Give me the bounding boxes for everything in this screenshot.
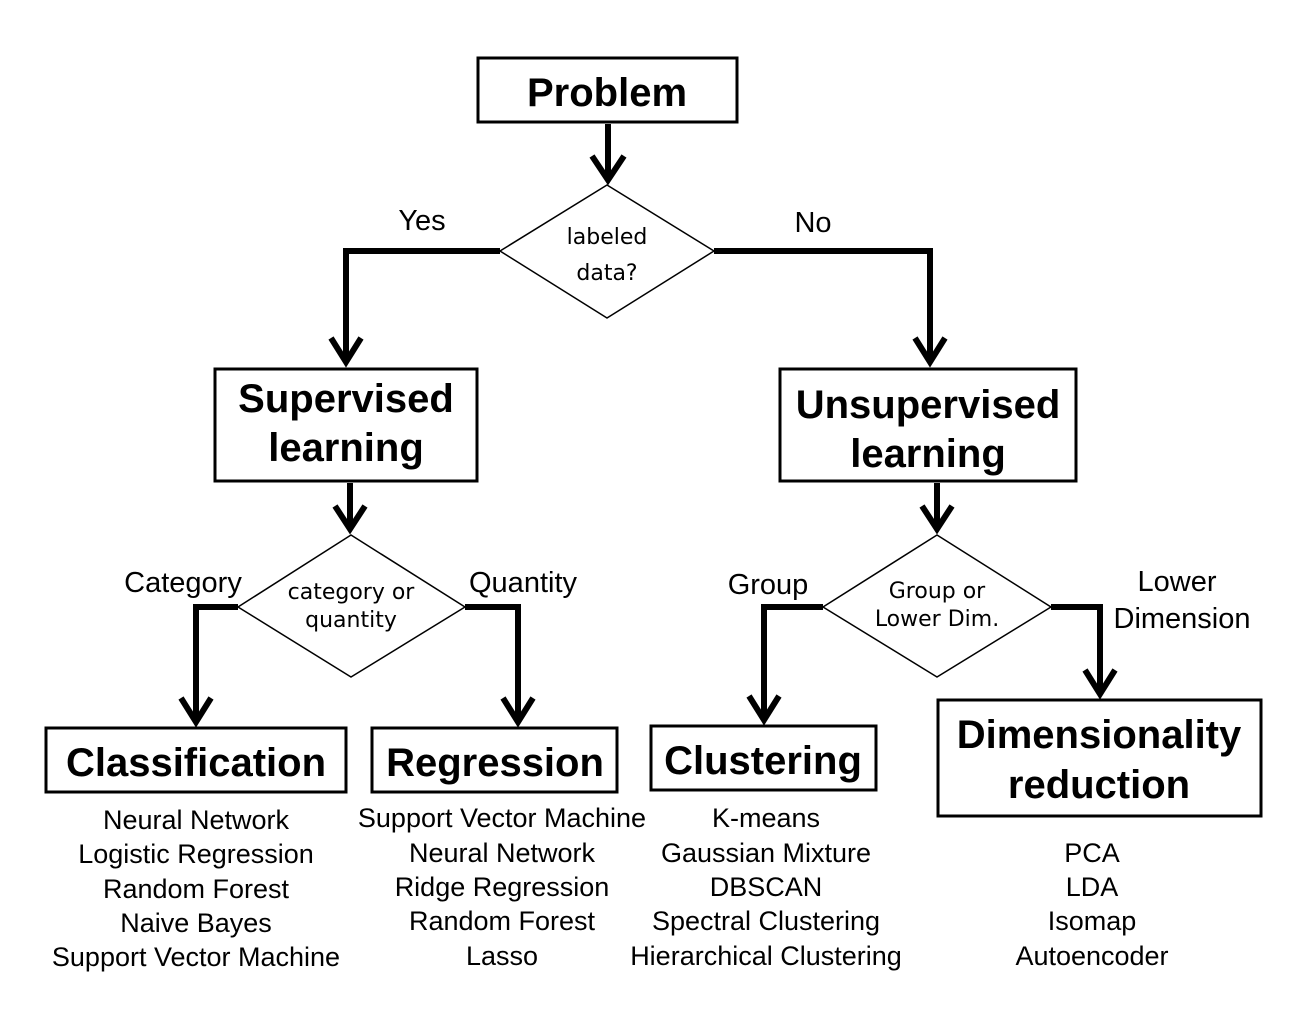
arrow-to-cat-decision <box>332 504 368 535</box>
arrow-to-decision <box>589 154 627 186</box>
group-decision-line2: Lower Dim. <box>875 607 999 632</box>
dimensionality-line2: reduction <box>1008 763 1190 807</box>
classification-node: Classification <box>44 726 348 794</box>
dimensionality-algorithms: PCA LDA Isomap Autoencoder <box>1015 838 1168 971</box>
group-label: Group <box>728 569 809 601</box>
algorithm-item: Spectral Clustering <box>652 906 880 936</box>
algorithm-item: DBSCAN <box>710 872 823 902</box>
category-quantity-decision: category or quantity <box>236 534 467 678</box>
connector-category-branch <box>193 604 238 722</box>
connector-no-branch <box>714 248 933 362</box>
algorithm-item: Logistic Regression <box>78 839 314 869</box>
supervised-line2: learning <box>268 426 424 470</box>
labeled-decision-line1: labeled <box>567 225 648 250</box>
category-label: Category <box>124 567 242 599</box>
regression-title: Regression <box>386 741 604 785</box>
algorithm-item: Naive Bayes <box>120 908 272 938</box>
arrow-to-regression <box>500 696 536 728</box>
classification-algorithms: Neural Network Logistic Regression Rando… <box>52 805 340 972</box>
labeled-data-decision: labeled data? <box>498 184 716 319</box>
algorithm-item: Ridge Regression <box>395 872 610 902</box>
problem-node: Problem <box>476 56 739 124</box>
clustering-title: Clustering <box>664 739 862 783</box>
algorithm-item: Random Forest <box>103 874 290 904</box>
algorithm-item: Random Forest <box>409 906 596 936</box>
regression-algorithms: Support Vector Machine Neural Network Ri… <box>358 803 646 971</box>
arrowheads <box>178 154 1118 728</box>
group-lowerdim-decision: Group or Lower Dim. <box>821 534 1053 678</box>
quantity-label: Quantity <box>469 567 577 599</box>
problem-title: Problem <box>527 71 687 115</box>
algorithm-item: Neural Network <box>103 805 290 835</box>
arrow-to-group-decision <box>919 504 955 535</box>
algorithm-item: Support Vector Machine <box>358 803 646 833</box>
algorithm-item: PCA <box>1064 838 1120 868</box>
unsupervised-node: Unsupervised learning <box>778 367 1078 483</box>
regression-node: Regression <box>370 726 619 794</box>
connectors <box>193 124 1103 722</box>
unsupervised-line2: learning <box>850 432 1006 476</box>
connector-yes-branch <box>343 248 500 362</box>
supervised-line1: Supervised <box>238 377 454 421</box>
algorithm-item: Autoencoder <box>1015 941 1168 971</box>
arrow-to-dimensionality <box>1082 668 1118 700</box>
clustering-algorithms: K-means Gaussian Mixture DBSCAN Spectral… <box>630 803 902 971</box>
arrow-to-unsupervised <box>912 336 948 368</box>
connector-quantity-branch <box>465 604 521 722</box>
labeled-decision-line2: data? <box>576 261 637 286</box>
dimensionality-node: Dimensionality reduction <box>936 698 1263 818</box>
arrow-to-classification <box>178 696 214 728</box>
algorithm-item: K-means <box>712 803 820 833</box>
cat-decision-line1: category or <box>288 580 416 605</box>
arrow-to-supervised <box>328 336 364 368</box>
clustering-node: Clustering <box>649 724 878 792</box>
algorithm-item: Isomap <box>1048 906 1137 936</box>
connector-lower-branch <box>1051 604 1103 694</box>
algorithm-item: Support Vector Machine <box>52 942 340 972</box>
arrow-to-clustering <box>746 694 782 726</box>
algorithm-item: Gaussian Mixture <box>661 838 871 868</box>
algorithm-item: LDA <box>1066 872 1119 902</box>
algorithm-item: Neural Network <box>409 838 596 868</box>
cat-decision-line2: quantity <box>305 608 397 633</box>
algorithm-item: Lasso <box>466 941 538 971</box>
connector-group-branch <box>761 604 823 720</box>
group-decision-line1: Group or <box>889 579 986 604</box>
no-label: No <box>794 207 831 239</box>
algorithm-item: Hierarchical Clustering <box>630 941 902 971</box>
unsupervised-line1: Unsupervised <box>796 383 1061 427</box>
classification-title: Classification <box>66 741 326 785</box>
supervised-node: Supervised learning <box>213 367 479 483</box>
dimensionality-line1: Dimensionality <box>957 713 1242 757</box>
yes-label: Yes <box>398 205 445 237</box>
lower-label-line1: Lower <box>1138 566 1217 598</box>
lower-label-line2: Dimension <box>1114 603 1251 635</box>
